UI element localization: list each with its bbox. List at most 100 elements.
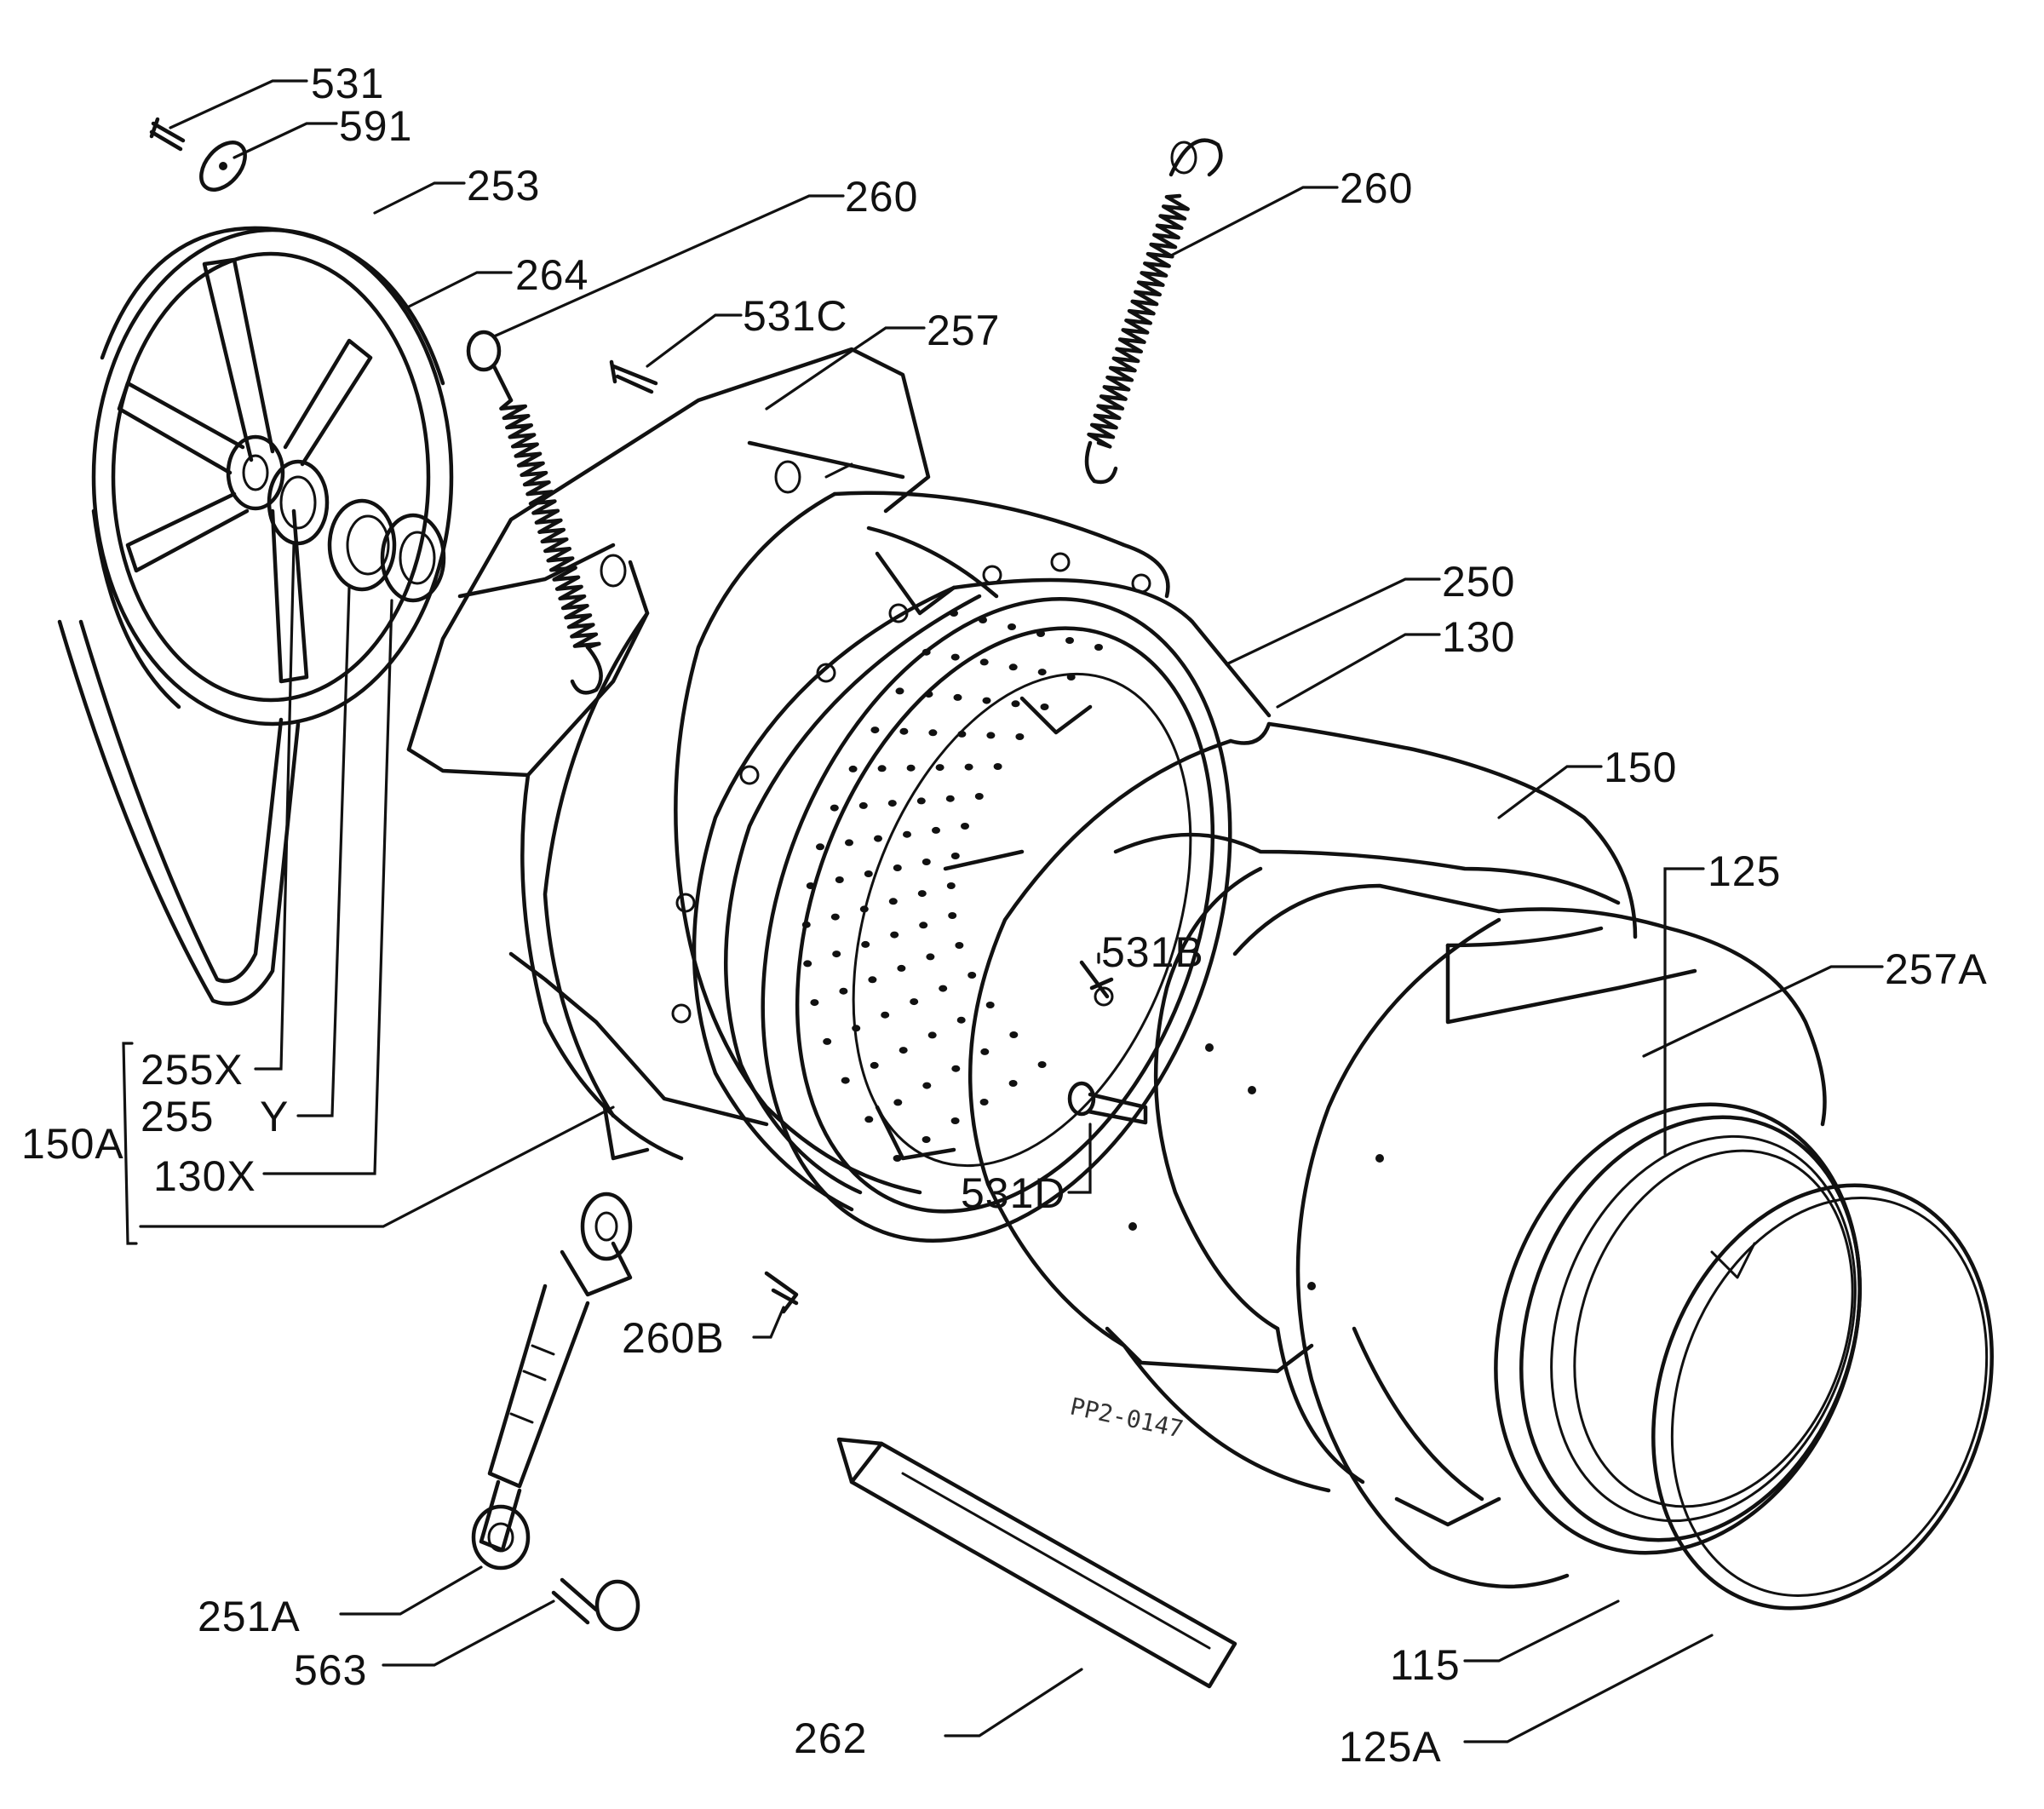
perforation-hole [950,1117,960,1124]
perforation-hole [897,964,906,972]
perforation-hole [926,953,935,961]
perforation-hole [877,765,887,772]
perforation-hole [953,693,962,701]
perforation-hole [835,876,844,883]
seal-255 [327,498,397,592]
clip-260b [764,1271,799,1314]
perforation-hole [1094,644,1103,651]
label-257: 257 [927,307,1000,354]
rear-tub-half [406,347,931,1161]
perforation-hole [986,732,996,739]
shock-absorber-251a [471,1192,633,1571]
perforation-hole [1065,637,1074,644]
bolt-531d [1067,1081,1148,1125]
perforation-hole [810,999,819,1007]
label-531b: 531B [1101,928,1204,976]
perforation-hole [899,1047,908,1054]
drum-pulley [57,226,454,1006]
perforation-hole [916,797,926,805]
tub-gasket-130 [761,597,1232,1243]
perforation-hole [927,1031,937,1039]
perforation-hole [888,898,898,905]
perforation-hole [858,801,868,809]
perforation-hole [917,890,927,898]
perforation-hole [945,795,955,802]
perforation-hole [870,726,880,734]
outer-tub [671,491,1170,1195]
label-250: 250 [1442,558,1515,606]
perforation-hole [950,853,960,859]
perforation-hole [951,1065,961,1072]
perforation-hole [982,697,991,704]
screw-531b [1079,960,1114,1007]
perforation-hole [922,1136,931,1143]
perforation-hole [956,1016,966,1024]
perforation-hole [980,1048,990,1055]
label-264: 264 [515,251,589,299]
spring-260-left [466,330,603,695]
clamp-ring-125a [1651,1183,1994,1611]
label-130: 130 [1442,613,1515,661]
drum-250 [692,577,1272,1212]
part-labels: 531 591 253 260 264 531C 257 260 250 130… [21,60,1987,1771]
perforation-hole [1008,623,1016,630]
perforation-hole [932,826,940,834]
perforation-hole [922,1082,932,1089]
perforation-hole [979,658,989,666]
perforation-hole [910,998,919,1006]
label-260b: 260B [622,1314,725,1362]
label-y: Y [260,1093,289,1140]
perforation-hole [823,1037,832,1045]
label-531: 531 [311,60,384,107]
perforation-hole [830,804,839,812]
perforation-hole [961,823,969,830]
perforation-hole [922,859,931,865]
perforation-hole [935,764,944,772]
perforation-hole [1037,1061,1047,1068]
perforation-hole [1015,733,1025,740]
perforation-hole [874,835,882,842]
perforation-hole [1037,669,1047,676]
label-253: 253 [467,162,540,210]
screw-531 [149,117,186,152]
label-531c: 531C [743,292,848,340]
perforation-hole [1009,1031,1019,1038]
label-531d: 531D [961,1169,1066,1217]
label-260-left: 260 [845,173,918,221]
spring-260-right [1084,138,1223,485]
perforation-hole [881,1011,890,1019]
perforation-hole [839,987,848,995]
label-260-right: 260 [1340,164,1413,212]
label-255x: 255X [141,1046,244,1094]
perforation-hole [1011,700,1020,708]
perforation-hole [950,610,958,617]
label-563: 563 [294,1646,367,1694]
bolt-563 [551,1577,640,1632]
label-150: 150 [1604,744,1677,791]
perforation-hole [939,985,948,992]
perforation-hole [948,912,957,919]
perforation-hole [950,653,960,661]
label-130x: 130X [153,1152,256,1200]
perforation-hole [946,882,956,889]
leader-lines [122,79,1884,1743]
perforation-hole [861,940,870,948]
perforation-hole [906,764,916,772]
perforation-hole [887,800,897,807]
perforation-hole [1008,663,1018,671]
perforation-hole [967,972,977,979]
label-251a: 251A [198,1593,301,1640]
perforation-hole [919,922,928,929]
label-125: 125 [1708,847,1781,895]
perforation-hole [816,843,824,851]
perforation-hole [841,1077,850,1084]
washer-591 [199,141,247,192]
perforation-hole [893,864,902,871]
door-gasket-125 [1494,1102,1862,1555]
screw-531c [609,359,658,394]
perforation-hole [993,763,1002,770]
perforation-hole [830,913,840,921]
perforation-hole [893,1099,903,1106]
perforation-hole [903,830,911,838]
